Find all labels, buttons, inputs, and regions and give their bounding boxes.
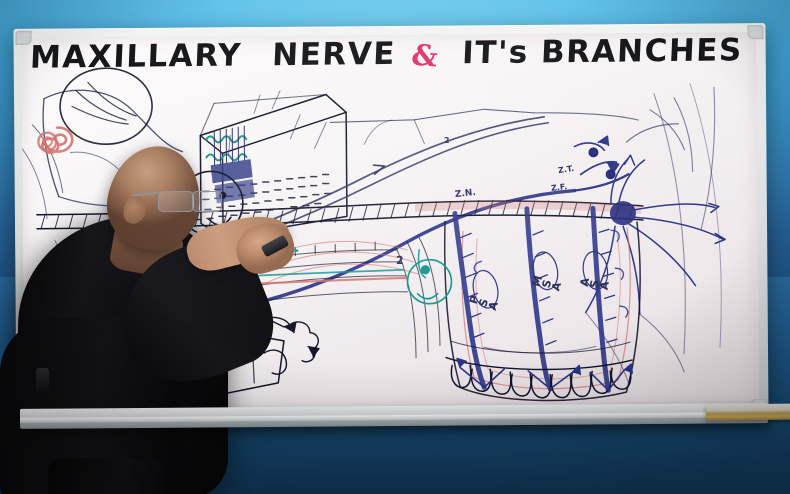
eyeglasses-icon	[131, 190, 224, 212]
belt-clip	[36, 368, 49, 394]
eyeglass-lens-left	[158, 191, 194, 212]
eyeglass-lens-right	[192, 191, 222, 212]
instructor	[0, 128, 300, 494]
instructor-legs	[48, 458, 164, 494]
